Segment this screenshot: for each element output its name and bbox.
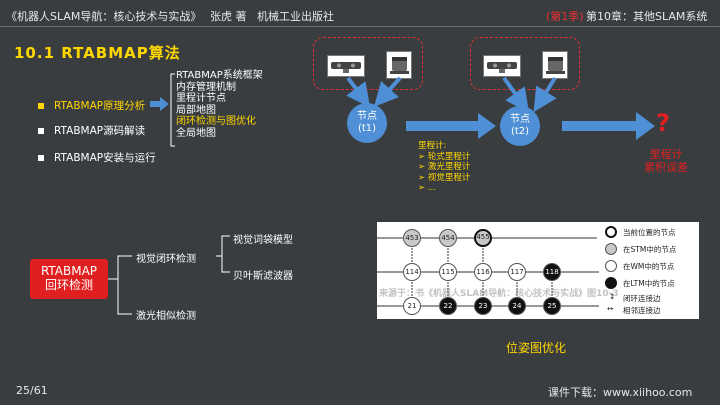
legend-current-marker — [605, 226, 617, 238]
sensor-lidar-icon — [542, 51, 568, 79]
graph-node-wm: 114 — [403, 263, 421, 281]
header-divider — [0, 26, 720, 27]
sensor-lidar-icon — [386, 51, 412, 79]
pose-graph-figure: 453 454 455 114 115 116 117 118 21 22 23… — [377, 222, 699, 319]
legend-loop-arrow-icon: ↕ — [609, 292, 616, 301]
node-time: (t2) — [510, 126, 530, 137]
laser-loop-label: 激光相似检测 — [136, 311, 196, 322]
legend-ltm: 在LTM中的节点 — [623, 279, 675, 288]
legend-current: 当前位置的节点 — [623, 228, 676, 237]
subtopic-item: RTABMAP系统框架 — [176, 70, 263, 81]
legend-neighbor-arrow-icon: ↔ — [607, 304, 614, 313]
odometry-item: ➢ 视觉里程计 — [418, 172, 471, 183]
node-label: 节点 — [357, 111, 377, 122]
graph-node-ltm: 24 — [508, 297, 526, 315]
subtopic-list: RTABMAP系统框架 内存管理机制 里程计节点 局部地图 闭环检测与图优化 全… — [176, 70, 263, 139]
node-label: 节点 — [510, 114, 530, 125]
graph-node-ltm: 118 — [543, 263, 561, 281]
header-author: 张虎 著 — [210, 10, 247, 23]
graph-node-ltm: 25 — [543, 297, 561, 315]
download-link[interactable]: 课件下载：www.xiihoo.com — [548, 386, 693, 399]
legend-neighbor-edge: 相邻连接边 — [623, 306, 661, 315]
pipeline-arrows — [346, 76, 655, 140]
legend-wm-marker — [605, 260, 617, 272]
header-book-title: 《机器人SLAM导航：核心技术与实战》 — [6, 10, 202, 23]
page-number: 25/61 — [16, 384, 48, 397]
bow-label: 视觉词袋模型 — [233, 235, 293, 246]
header-chapter: 第10章：其他SLAM系统 — [586, 10, 708, 23]
subtopic-item: 全局地图 — [176, 127, 216, 139]
legend-wm: 在WM中的节点 — [623, 262, 675, 271]
visual-loop-label: 视觉闭环检测 — [136, 254, 196, 265]
legend-stm-marker — [605, 243, 617, 255]
odometry-item: ➢ 轮式里程计 — [418, 151, 471, 162]
graph-node-stm: 453 — [403, 229, 421, 247]
subtopic-item: 局部地图 — [176, 104, 216, 116]
nav-bullet-active — [38, 103, 44, 109]
graph-node-wm: 115 — [439, 263, 457, 281]
nav-bullet — [38, 155, 44, 161]
subtopic-item-active: 闭环检测与图优化 — [176, 116, 256, 127]
legend-stm: 在STM中的节点 — [623, 245, 677, 254]
graph-node-wm: 117 — [508, 263, 526, 281]
graph-node-ltm: 22 — [439, 297, 457, 315]
odometry-item: ➢ 激光里程计 — [418, 162, 471, 172]
graph-node-current: 455 — [474, 229, 492, 247]
odometry-list: 里程计: ➢ 轮式里程计 ➢ 激光里程计 ➢ 视觉里程计 ➢ ... — [418, 141, 470, 194]
header-season: (第1季) — [546, 10, 584, 23]
rtabmap-loop-box: RTABMAP 回环检测 — [30, 259, 108, 299]
legend-ltm-marker — [605, 277, 617, 289]
nav-bullet — [38, 128, 44, 134]
pose-node-t2: 节点 (t2) — [500, 106, 540, 146]
header-publisher: 机械工业出版社 — [257, 10, 334, 23]
subtopic-item: 里程计节点 — [176, 93, 226, 104]
legend-loop-edge: 闭环连接边 — [623, 294, 661, 303]
odometry-title: 里程计: — [418, 141, 447, 151]
sensor-camera-icon — [327, 55, 365, 77]
pose-node-t1: 节点 (t1) — [347, 103, 387, 143]
loop-tree-lines — [108, 235, 230, 315]
figure-watermark: 来源于：书《机器人SLAM导航：核心技术与实战》图10-3 — [379, 289, 619, 299]
question-mark: ? — [656, 109, 670, 137]
node-time: (t1) — [357, 123, 377, 134]
nav-item-principle[interactable]: RTABMAP原理分析 — [54, 100, 146, 112]
graph-node-wm: 21 — [403, 297, 421, 315]
figure-caption: 位姿图优化 — [506, 341, 567, 355]
graph-node-wm: 116 — [474, 263, 492, 281]
page-title: 10.1 RTABMAP算法 — [14, 44, 181, 62]
odometry-error-label: 里程计 累积误差 — [644, 148, 688, 174]
arrow-right-icon — [150, 97, 169, 111]
graph-node-stm: 454 — [439, 229, 457, 247]
nav-item-source[interactable]: RTABMAP源码解读 — [54, 125, 146, 137]
nav-item-install[interactable]: RTABMAP安装与运行 — [54, 152, 156, 164]
sensor-camera-icon — [483, 55, 521, 77]
subtopic-brace — [170, 73, 175, 147]
subtopic-item: 内存管理机制 — [176, 81, 236, 93]
bayes-label: 贝叶斯滤波器 — [233, 271, 293, 282]
graph-node-ltm: 23 — [474, 297, 492, 315]
odometry-item: ➢ ... — [418, 183, 436, 193]
